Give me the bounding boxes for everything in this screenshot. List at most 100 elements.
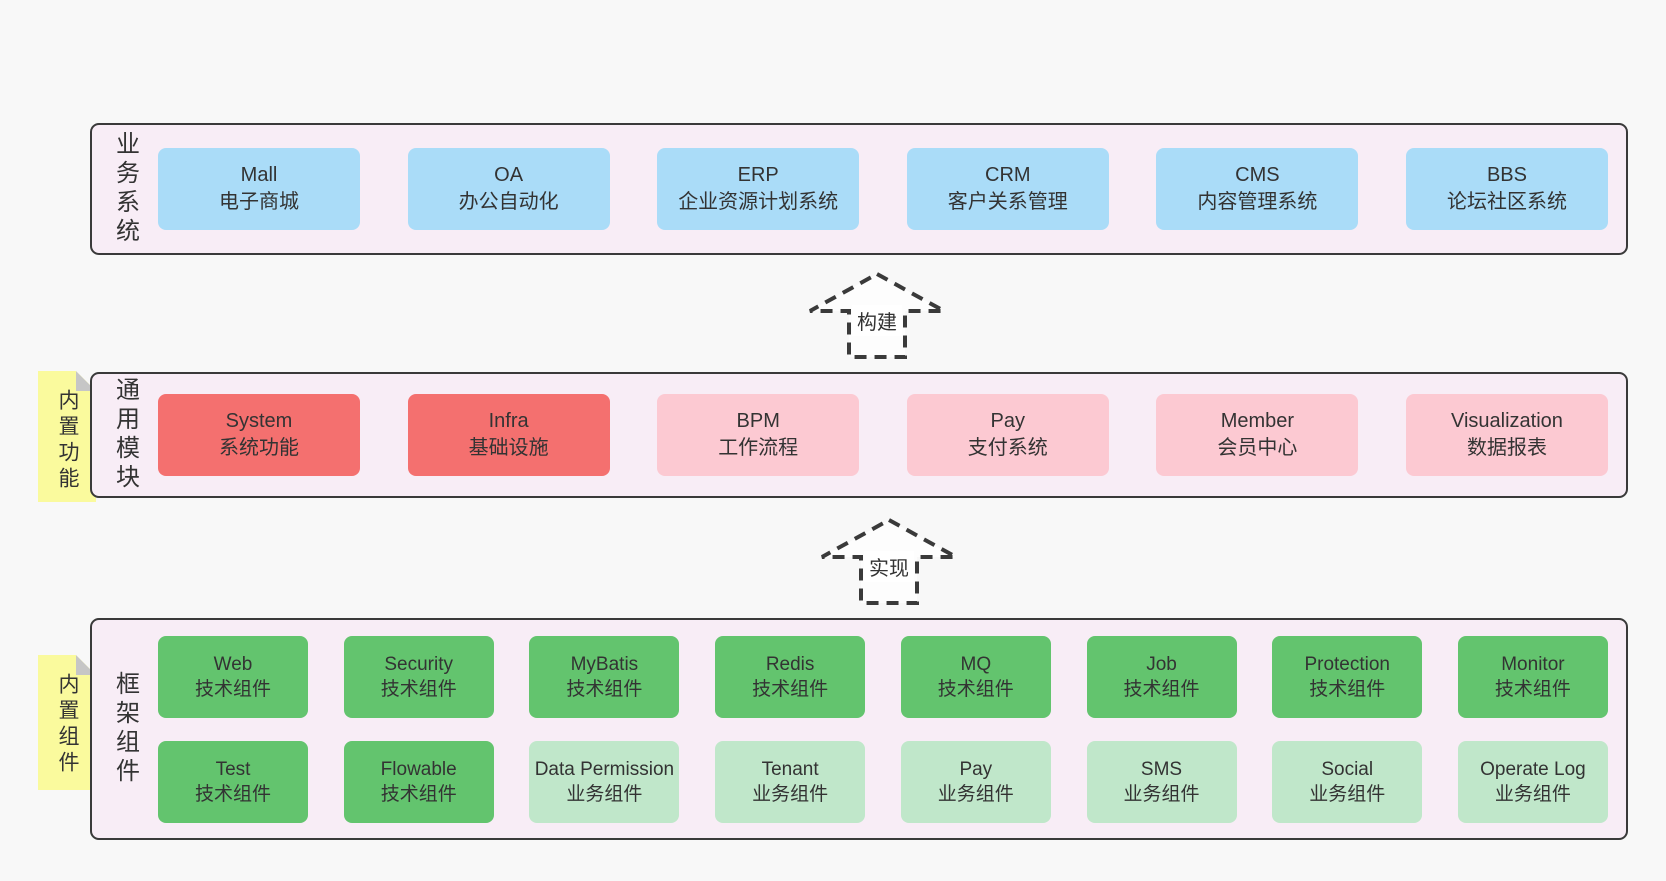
box-bbs: BBS 论坛社区系统 [1405,148,1608,230]
business-systems-boxes: Mall 电子商城 OA 办公自动化 ERP 企业资源计划系统 CRM 客户关系… [158,125,1626,253]
box-title: Infra [488,410,529,432]
framework-row-2: Test 技术组件 Flowable 技术组件 Data Permission … [158,740,1608,823]
box-title: Member [1220,410,1295,432]
box-title: Web [213,653,253,675]
band-framework-components: 框架组件 Web 技术组件 Security 技术组件 MyBatis 技术组件… [90,618,1628,840]
sticky-note-built-in-features: 内置功能 [38,371,96,502]
box-mybatis: MyBatis 技术组件 [529,635,680,718]
box-subtitle: 支付系统 [967,437,1048,459]
framework-row-1: Web 技术组件 Security 技术组件 MyBatis 技术组件 Redi… [158,635,1608,718]
sticky-note-label: 内置功能 [56,389,79,493]
box-web: Web 技术组件 [158,635,308,718]
common-modules-boxes: System 系统功能 Infra 基础设施 BPM 工作流程 Pay 支付系统… [158,374,1626,496]
box-subtitle: 技术组件 [566,678,643,700]
box-sms: SMS 业务组件 [1086,740,1237,823]
band-label-framework-components: 框架组件 [111,671,139,787]
box-title: OA [494,164,524,186]
box-subtitle: 技术组件 [194,783,271,805]
box-erp: ERP 企业资源计划系统 [657,148,860,230]
box-subtitle: 技术组件 [1494,678,1571,700]
box-subtitle: 数据报表 [1466,437,1547,459]
band-business-systems: 业务系统 Mall 电子商城 OA 办公自动化 ERP 企业资源计划系统 CRM… [90,123,1628,255]
box-subtitle: 技术组件 [194,678,271,700]
box-security: Security 技术组件 [343,635,494,718]
box-subtitle: 业务组件 [752,783,829,805]
box-title: SMS [1140,758,1183,780]
box-visualization: Visualization 数据报表 [1405,394,1608,476]
box-infra: Infra 基础设施 [407,394,610,476]
box-title: Flowable [380,758,457,780]
box-title: Pay [990,410,1026,432]
box-title: BBS [1486,164,1527,186]
box-bpm: BPM 工作流程 [657,394,860,476]
arrow-implement: 实现 [818,515,960,607]
box-title: Monitor [1501,653,1565,675]
box-title: CMS [1235,164,1280,186]
box-subtitle: 系统功能 [219,437,299,459]
box-pay-module: Pay 支付系统 [906,394,1109,476]
box-subtitle: 内容管理系统 [1197,191,1318,213]
box-title: Redis [765,653,815,675]
box-subtitle: 技术组件 [380,678,457,700]
box-flowable: Flowable 技术组件 [343,740,494,823]
box-title: MyBatis [570,653,639,675]
box-job: Job 技术组件 [1086,635,1237,718]
arrow-build: 构建 [806,269,948,361]
box-title: Pay [959,758,993,780]
box-protection: Protection 技术组件 [1272,635,1423,718]
box-subtitle: 业务组件 [1494,783,1571,805]
box-title: Test [215,758,251,780]
box-subtitle: 技术组件 [380,783,457,805]
box-subtitle: 业务组件 [1123,783,1200,805]
box-tenant: Tenant 业务组件 [715,740,866,823]
box-subtitle: 客户关系管理 [947,191,1068,213]
arrow-build-label: 构建 [852,305,902,336]
box-title: Tenant [761,758,819,780]
box-title: Protection [1304,653,1390,675]
framework-components-grid: Web 技术组件 Security 技术组件 MyBatis 技术组件 Redi… [158,620,1626,838]
box-crm: CRM 客户关系管理 [906,148,1109,230]
box-title: Job [1146,653,1177,675]
sticky-note-built-in-components: 内置组件 [38,655,96,790]
box-subtitle: 论坛社区系统 [1446,191,1567,213]
box-title: Security [384,653,454,675]
box-subtitle: 基础设施 [468,437,549,459]
box-subtitle: 技术组件 [937,678,1014,700]
box-title: Data Permission [534,758,675,780]
box-title: ERP [737,164,779,186]
box-title: Visualization [1451,410,1563,432]
band-common-modules: 通用模块 System 系统功能 Infra 基础设施 BPM 工作流程 Pay… [90,372,1628,498]
box-title: Mall [240,164,278,186]
box-operate-log: Operate Log 业务组件 [1457,740,1608,823]
box-subtitle: 技术组件 [752,678,829,700]
box-subtitle: 工作流程 [718,437,799,459]
box-title: Operate Log [1480,758,1586,780]
box-title: System [225,410,293,432]
box-subtitle: 会员中心 [1217,437,1298,459]
box-title: Social [1321,758,1374,780]
box-monitor: Monitor 技术组件 [1457,635,1608,718]
box-test: Test 技术组件 [158,740,308,823]
box-member: Member 会员中心 [1156,394,1359,476]
sticky-note-label: 内置组件 [56,673,79,777]
box-title: CRM [985,164,1031,186]
box-subtitle: 技术组件 [1309,678,1386,700]
band-label-common-modules: 通用模块 [111,377,139,493]
box-title: MQ [960,653,992,675]
box-subtitle: 技术组件 [1123,678,1200,700]
arrow-implement-label: 实现 [864,551,914,582]
box-subtitle: 企业资源计划系统 [678,191,839,213]
box-subtitle: 电子商城 [219,191,299,213]
box-mall: Mall 电子商城 [158,148,360,230]
box-mq: MQ 技术组件 [900,635,1051,718]
band-label-business-systems: 业务系统 [111,131,139,247]
box-system: System 系统功能 [158,394,360,476]
box-oa: OA 办公自动化 [407,148,610,230]
box-subtitle: 办公自动化 [458,191,559,213]
box-subtitle: 业务组件 [937,783,1014,805]
box-title: BPM [736,410,780,432]
box-social: Social 业务组件 [1272,740,1423,823]
box-subtitle: 业务组件 [566,783,643,805]
box-data-permission: Data Permission 业务组件 [529,740,680,823]
